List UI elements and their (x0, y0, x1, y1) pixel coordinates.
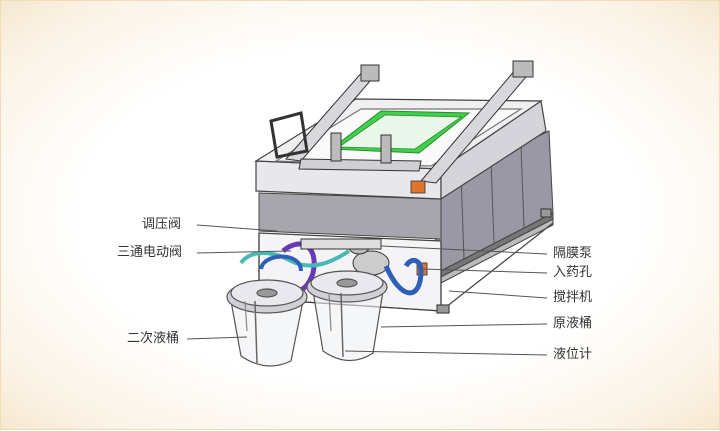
rails (285, 60, 534, 184)
leader-lines (186, 224, 548, 356)
label-secondary-tank: 二次液桶 (127, 331, 180, 346)
label-level-gauge: 液位计 (553, 347, 593, 362)
front-panel (258, 192, 442, 240)
raw-tank (306, 270, 388, 362)
gantry (269, 111, 422, 172)
blue-hose-left (259, 254, 303, 272)
label-pressure-valve: 调压阀 (142, 217, 182, 232)
label-three-way-valve: 三通电动阀 (117, 245, 183, 260)
orange-fitting (410, 180, 426, 194)
pump-assembly (300, 238, 390, 276)
cyan-hose (239, 249, 351, 268)
side-cabinet (432, 130, 554, 286)
label-mixer: 搅拌机 (553, 290, 593, 305)
label-raw-tank: 原液桶 (553, 316, 593, 331)
secondary-tank (226, 279, 308, 367)
label-diaphragm-pump: 隔膜泵 (553, 246, 593, 261)
blue-hose (383, 257, 424, 296)
label-inlet-hole: 入药孔 (553, 265, 593, 280)
